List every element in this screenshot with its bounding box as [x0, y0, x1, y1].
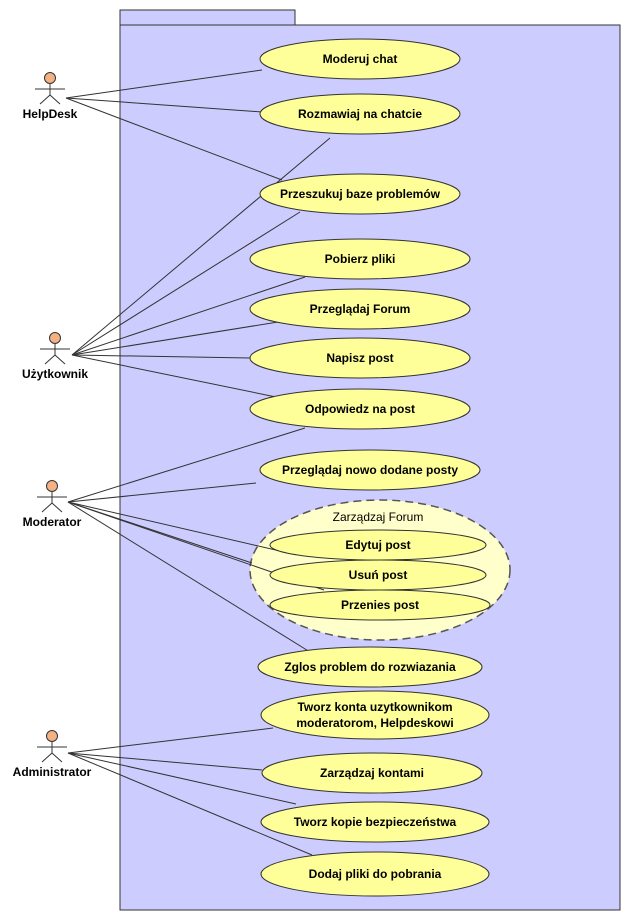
use-case-tworz_konta[interactable]: Tworz konta uzytkownikom moderatorom, Hel…	[260, 690, 490, 740]
use-case-label: Tworz konta uzytkownikom	[297, 700, 452, 714]
association-line-uzytkownik-rozmawiaj	[71, 137, 331, 356]
use-case-ellipse[interactable]	[259, 173, 461, 215]
use-case-napisz[interactable]: Napisz post	[249, 337, 471, 379]
use-case-ellipse[interactable]	[259, 93, 461, 135]
use-case-przenies[interactable]: Przenies post	[269, 589, 491, 621]
use-case-label: Dodaj pliki do pobrania	[309, 867, 442, 881]
actor-head-icon	[46, 730, 58, 742]
use-case-moderuj_chat[interactable]: Moderuj chat	[259, 38, 461, 80]
actor-head-icon	[44, 72, 56, 84]
actor-label: Administrator	[13, 765, 92, 779]
actor-left-leg-icon	[41, 502, 53, 513]
use-case-zglos[interactable]: Zglos problem do rozwiazania	[257, 646, 483, 688]
association-line-uzytkownik-przeszukuj	[71, 211, 301, 356]
use-case-label: Napisz post	[326, 351, 393, 365]
association-line-helpdesk-przeszukuj	[65, 97, 283, 181]
actor-left-leg-icon	[44, 354, 56, 365]
system-tab	[119, 9, 296, 26]
association-line-moderator-edytuj	[67, 501, 281, 552]
use-case-label: Przeglądaj nowo dodane posty	[282, 463, 458, 477]
association-line-helpdesk-rozmawiaj	[65, 97, 263, 113]
use-case-label-line2: moderatorom, Helpdeskowi	[296, 716, 453, 730]
association-line-uzytkownik-napisz	[71, 354, 251, 359]
use-case-przegladaj_forum[interactable]: Przeglądaj Forum	[249, 288, 471, 330]
use-case-ellipse[interactable]	[257, 646, 483, 688]
actor-administrator[interactable]: Administrator	[13, 730, 92, 780]
actor-right-leg-icon	[49, 94, 61, 105]
use-case-zarzadzaj_kontami[interactable]: Zarządzaj kontami	[261, 752, 483, 794]
association-line-moderator-zglos	[67, 501, 311, 653]
association-line-administrator-tworz_kopie	[67, 752, 297, 805]
use-case-ellipse[interactable]	[249, 337, 471, 379]
actor-label: Moderator	[23, 515, 82, 529]
associations	[65, 69, 331, 856]
association-line-moderator-przegladaj_nowe	[67, 482, 257, 503]
use-case-label: Przeglądaj Forum	[310, 302, 411, 316]
use-case-usun[interactable]: Usuń post	[269, 559, 487, 591]
use-case-rozmawiaj[interactable]: Rozmawiaj na chatcie	[259, 93, 461, 135]
association-line-administrator-dodaj_pliki	[67, 752, 313, 856]
use-case-label: Zarządzaj kontami	[320, 766, 424, 780]
use-case-label: Tworz kopie bezpieczeństwa	[294, 815, 457, 829]
use-case-pobierz[interactable]: Pobierz pliki	[249, 238, 471, 280]
association-line-moderator-odpowiedz	[67, 427, 306, 503]
use-case-label: Rozmawiaj na chatcie	[298, 107, 422, 121]
actor-head-icon	[49, 332, 61, 344]
association-line-uzytkownik-przegladaj_forum	[71, 321, 279, 356]
use-case-label: Zglos problem do rozwiazania	[284, 660, 456, 674]
association-line-uzytkownik-odpowiedz	[71, 354, 277, 398]
use-case-label: Usuń post	[349, 568, 408, 582]
use-case-ellipse[interactable]	[259, 38, 461, 80]
use-case-ellipse[interactable]	[260, 690, 490, 740]
use-case-ellipse[interactable]	[261, 752, 483, 794]
actor-right-leg-icon	[51, 752, 63, 763]
actor-uzytkownik[interactable]: Użytkownik	[22, 332, 88, 382]
association-line-helpdesk-moderuj_chat	[65, 69, 263, 99]
use-case-ellipse[interactable]	[259, 449, 481, 491]
actor-moderator[interactable]: Moderator	[23, 480, 82, 530]
use-case-ellipse[interactable]	[249, 388, 471, 430]
actor-left-leg-icon	[41, 752, 53, 763]
actor-label: Użytkownik	[22, 367, 88, 381]
association-line-administrator-zarzadzaj_kontami	[67, 752, 263, 771]
use-case-tworz_kopie[interactable]: Tworz kopie bezpieczeństwa	[260, 801, 490, 843]
use-case-ellipse[interactable]	[249, 288, 471, 330]
association-line-administrator-tworz_konta	[67, 727, 274, 754]
use-case-label: Moderuj chat	[323, 52, 398, 66]
use-case-edytuj[interactable]: Edytuj post	[269, 529, 487, 561]
actor-head-icon	[46, 480, 58, 492]
use-case-ellipse[interactable]	[269, 589, 491, 621]
actor-right-leg-icon	[54, 354, 66, 365]
use-case-dodaj_pliki[interactable]: Dodaj pliki do pobrania	[260, 851, 490, 897]
use-case-ellipse[interactable]	[249, 238, 471, 280]
use-case-label: Pobierz pliki	[325, 252, 396, 266]
use-case-odpowiedz[interactable]: Odpowiedz na post	[249, 388, 471, 430]
actor-right-leg-icon	[51, 502, 63, 513]
actor-label: HelpDesk	[23, 107, 78, 121]
use-case-label: Przenies post	[341, 598, 419, 612]
use-case-label: Przeszukuj baze problemów	[280, 187, 441, 201]
use-case-ellipse[interactable]	[260, 801, 490, 843]
use-case-przegladaj_nowe[interactable]: Przeglądaj nowo dodane posty	[259, 449, 481, 491]
actor-helpdesk[interactable]: HelpDesk	[23, 72, 78, 122]
association-line-uzytkownik-pobierz	[71, 276, 306, 356]
group-label: Zarządzaj Forum	[333, 510, 424, 524]
use-case-label: Edytuj post	[345, 538, 410, 552]
use-case-ellipse[interactable]	[260, 851, 490, 897]
use-case-przeszukuj[interactable]: Przeszukuj baze problemów	[259, 173, 461, 215]
actor-left-leg-icon	[39, 94, 51, 105]
use-case-label: Odpowiedz na post	[305, 402, 415, 416]
